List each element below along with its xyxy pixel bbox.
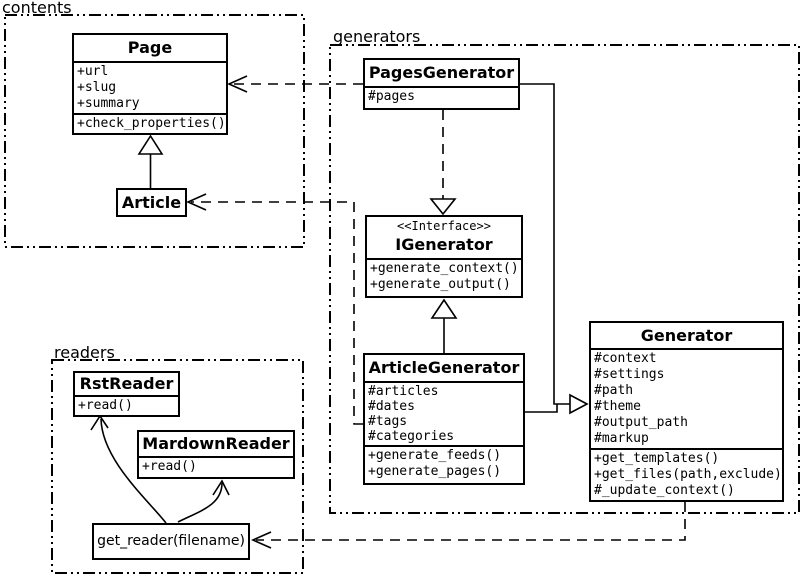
- class-articlegenerator-title: ArticleGenerator: [368, 358, 520, 377]
- class-articlegenerator: ArticleGenerator #articles #dates #tags …: [363, 353, 525, 485]
- class-generator-methods: +get_templates() +get_files(path,exclude…: [591, 448, 782, 500]
- attribute-row: #articles: [368, 384, 439, 399]
- open-arrow-getreader: [251, 531, 272, 549]
- method-row: +generate_output(): [370, 277, 511, 292]
- function-get-reader: get_reader(filename): [92, 523, 250, 560]
- attribute-row: +summary: [77, 96, 140, 111]
- class-mardownreader-title: MardownReader: [142, 434, 290, 453]
- package-generators-border: [329, 44, 800, 514]
- class-mardownreader: MardownReader +read(): [137, 430, 295, 479]
- attribute-row: #pages: [368, 89, 415, 104]
- attribute-row: #tags: [368, 414, 408, 429]
- generalization-triangle-page: [137, 134, 164, 155]
- edge-articlegenerator-to-generator: [525, 404, 558, 413]
- open-arrow-rstreader: [90, 414, 109, 431]
- class-page-methods: +check_properties(): [74, 113, 226, 133]
- method-row: +get_templates(): [594, 451, 720, 466]
- class-article: Article: [116, 188, 187, 217]
- class-mardownreader-methods: +read(): [139, 456, 293, 476]
- method-row: +generate_context(): [370, 261, 519, 276]
- class-rstreader-methods: +read(): [75, 395, 178, 415]
- class-page-attributes: +url +slug +summary: [74, 61, 226, 113]
- method-row: +check_properties(): [77, 116, 226, 131]
- edge-articlegenerator-to-article: [191, 201, 363, 425]
- package-generators-label: generators: [333, 27, 421, 46]
- interface-igenerator-methods: +generate_context() +generate_output(): [367, 258, 521, 294]
- attribute-row: #dates: [368, 399, 415, 414]
- attribute-row: #markup: [594, 431, 649, 446]
- class-articlegenerator-attributes: #articles #dates #tags #categories: [365, 381, 523, 445]
- package-contents-border: [4, 14, 305, 248]
- method-row: +generate_feeds(): [368, 448, 502, 463]
- attribute-row: +slug: [77, 80, 117, 95]
- class-page: Page +url +slug +summary +check_properti…: [72, 33, 228, 135]
- realization-triangle-igenerator: [429, 198, 457, 216]
- interface-stereotype: <<Interface>>: [397, 219, 491, 233]
- edge-getreader-to-mardownreader: [177, 482, 223, 523]
- method-row: +read(): [142, 459, 197, 474]
- class-article-title: Article: [121, 193, 182, 212]
- class-generator-title: Generator: [640, 326, 733, 345]
- attribute-row: #output_path: [594, 415, 688, 430]
- class-generator-attributes: #context #settings #path #theme #output_…: [591, 348, 782, 448]
- class-page-title: Page: [127, 38, 173, 57]
- class-pagesgenerator: PagesGenerator #pages: [363, 58, 520, 110]
- open-arrow-mardownreader: [212, 479, 230, 496]
- attribute-row: #categories: [368, 429, 455, 444]
- attribute-row: #path: [594, 383, 634, 398]
- open-arrow-page: [227, 75, 248, 93]
- attribute-row: +url: [77, 64, 109, 79]
- edge-generator-to-getreader: [256, 502, 686, 541]
- package-readers-label: readers: [54, 343, 115, 362]
- package-contents-label: contents: [2, 0, 72, 17]
- edge-pagesgenerator-to-generator: [520, 83, 570, 405]
- method-row: #_update_context(): [594, 483, 735, 498]
- class-articlegenerator-methods: +generate_feeds() +generate_pages(): [365, 445, 523, 481]
- attribute-row: #context: [594, 351, 657, 366]
- attribute-row: #theme: [594, 399, 641, 414]
- class-generator: Generator #context #settings #path #them…: [589, 321, 784, 502]
- interface-igenerator-title: IGenerator: [395, 235, 493, 254]
- class-pagesgenerator-title: PagesGenerator: [368, 63, 515, 82]
- attribute-row: #settings: [594, 367, 665, 382]
- interface-igenerator-header: <<Interface>> IGenerator: [367, 217, 521, 258]
- edge-getreader-to-rstreader: [100, 418, 167, 524]
- method-row: +get_files(path,exclude): [594, 467, 782, 482]
- method-row: +generate_pages(): [368, 464, 502, 479]
- interface-igenerator: <<Interface>> IGenerator +generate_conte…: [365, 215, 523, 298]
- class-pagesgenerator-attributes: #pages: [365, 86, 518, 106]
- open-arrow-article: [186, 193, 207, 211]
- generalization-triangle-generator: [569, 393, 589, 415]
- class-rstreader: RstReader +read(): [73, 371, 180, 417]
- generalization-triangle-igenerator: [430, 298, 458, 319]
- class-rstreader-title: RstReader: [79, 374, 174, 393]
- method-row: +read(): [78, 398, 133, 413]
- package-readers-border: [51, 359, 304, 574]
